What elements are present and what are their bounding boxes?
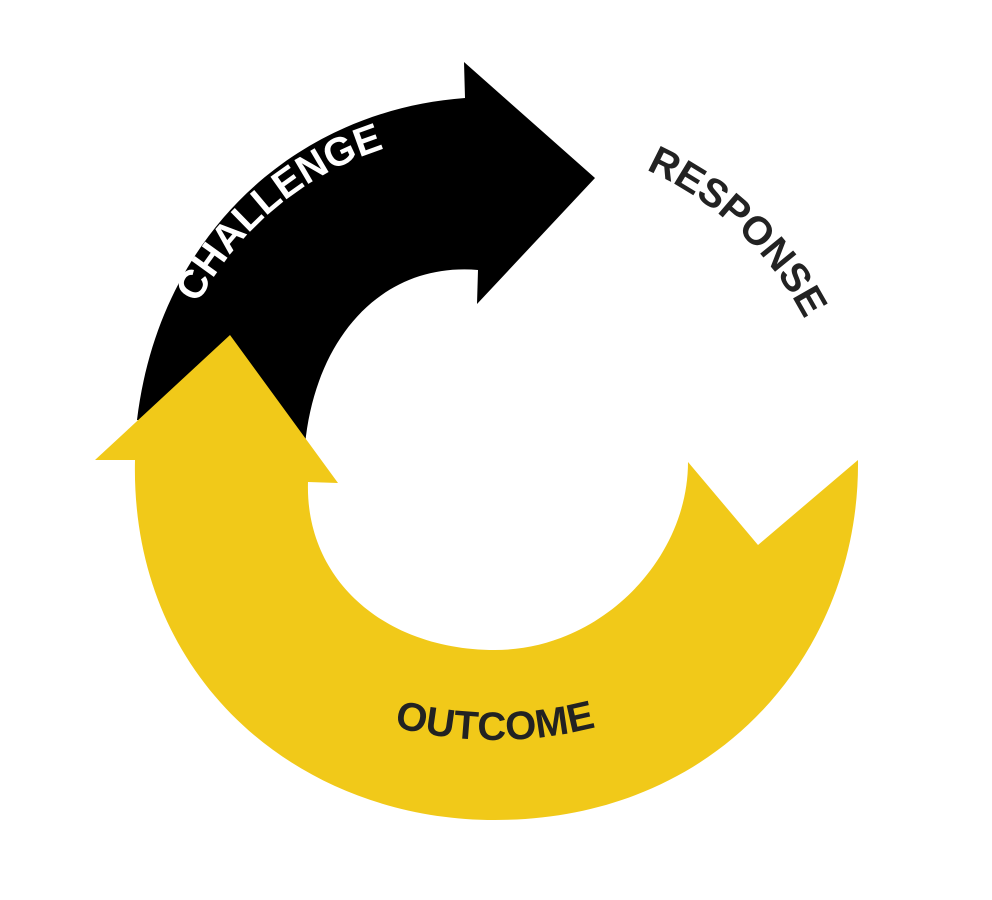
response-label: RESPONSE — [642, 138, 835, 324]
outcome-arrow — [95, 335, 859, 820]
challenge-arrow — [137, 62, 595, 445]
